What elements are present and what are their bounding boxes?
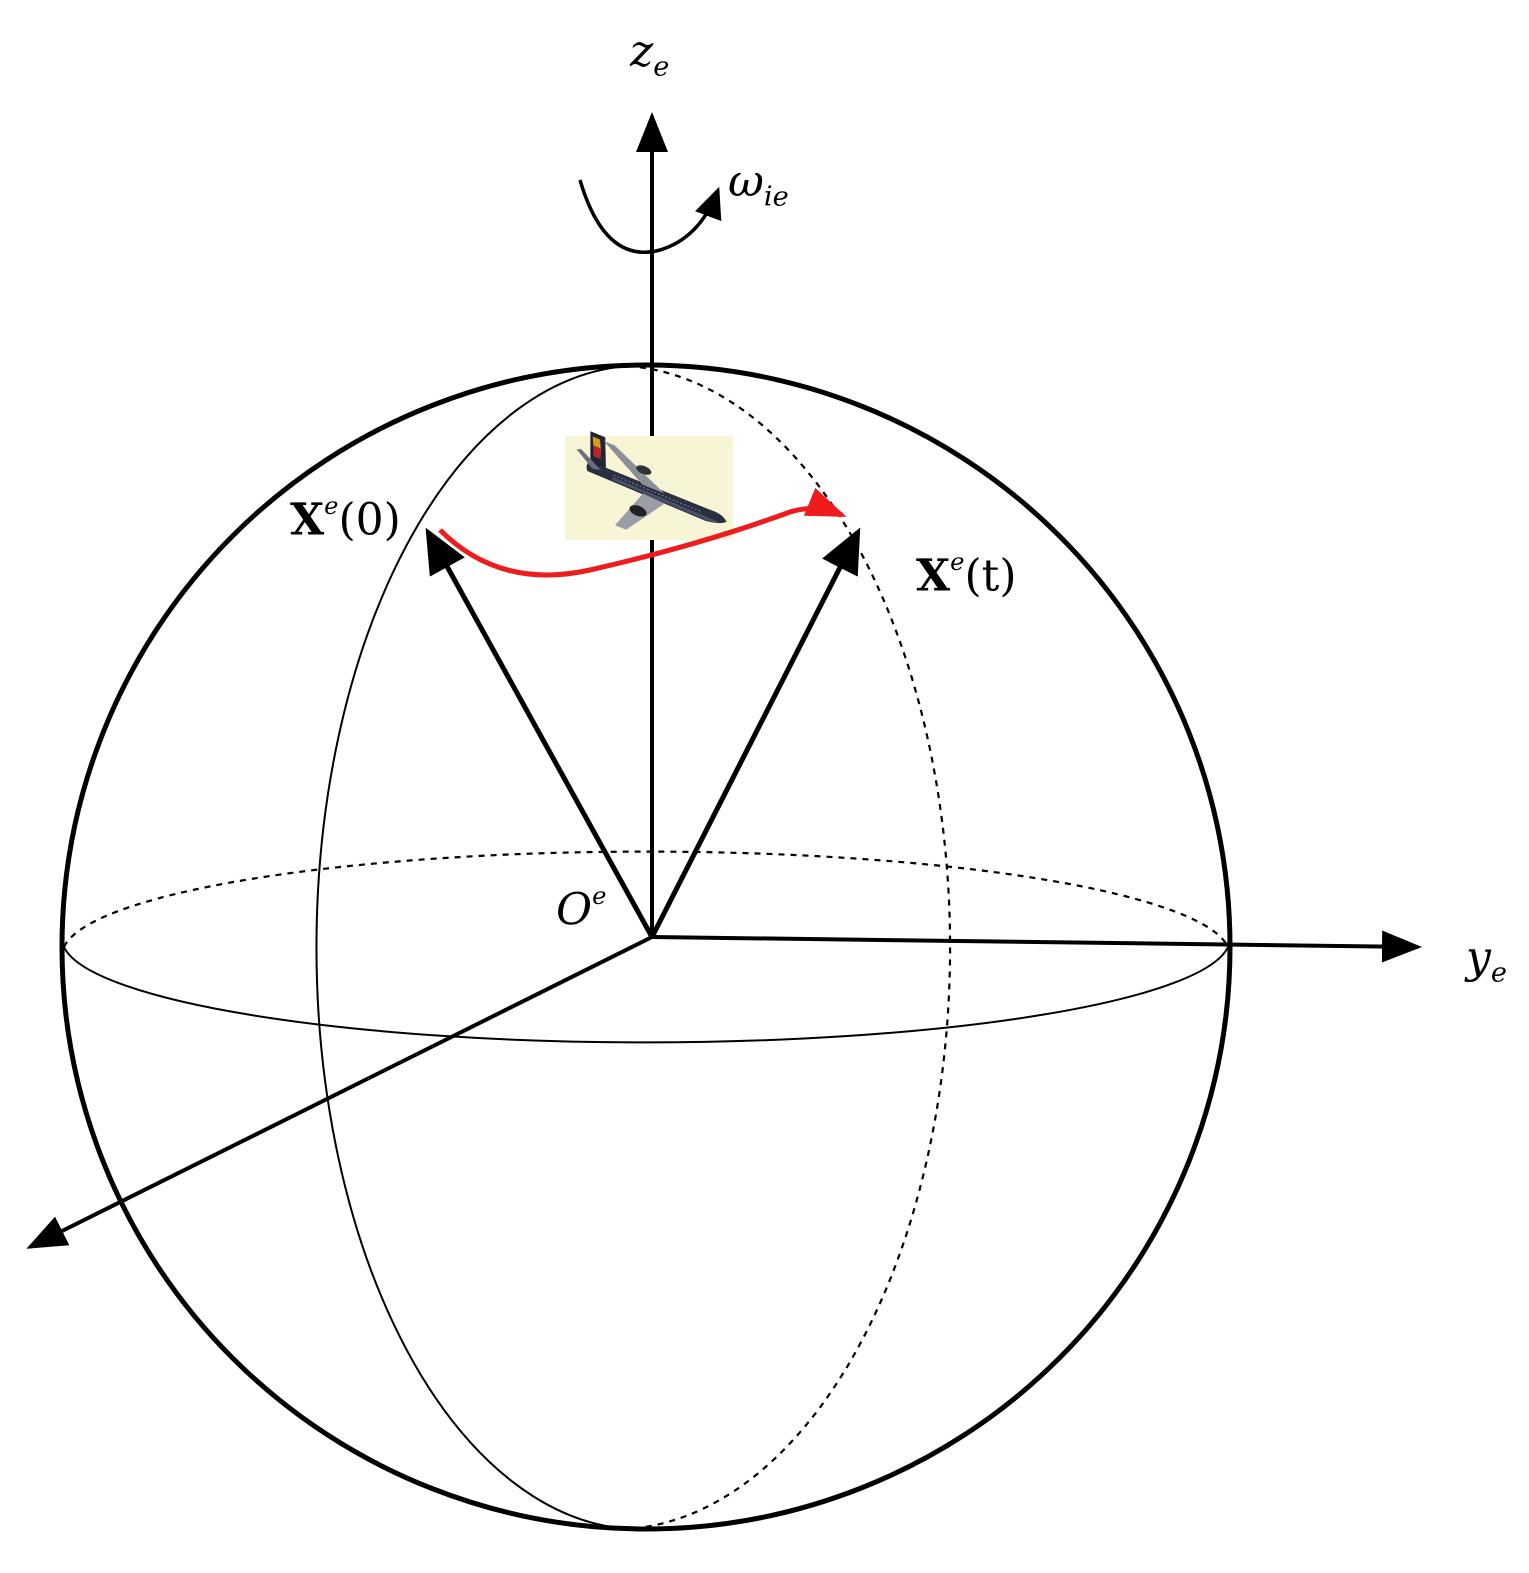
position-x0-label: Xe(0): [290, 494, 401, 543]
position-x0-label-base: X: [290, 494, 325, 546]
z-axis-label-sub: e: [653, 51, 670, 83]
position-xt-label: Xe(t): [916, 550, 1016, 599]
y-axis-label-base: y: [1466, 932, 1491, 983]
position-x0-label-sup: e: [324, 492, 339, 520]
y-axis-label: ye: [1466, 936, 1507, 987]
meridian-back: [627, 364, 952, 1531]
position-x0-label-arg: (0): [338, 494, 401, 546]
y-axis: [651, 930, 1422, 963]
y-axis-label-sub: e: [1490, 957, 1507, 989]
position-vector-x0: [425, 527, 655, 939]
origin-label-sup: e: [592, 882, 607, 910]
meridian-front: [315, 365, 629, 1530]
x-axis: [26, 935, 653, 1249]
omega-label: ωie: [728, 160, 789, 211]
omega-label-base: ω: [728, 156, 764, 207]
origin-label: Oe: [556, 884, 606, 933]
earth-sphere: [59, 362, 1233, 1532]
omega-label-sub: ie: [763, 181, 789, 213]
trajectory-curve: [438, 487, 847, 578]
position-xt-label-base: X: [916, 550, 951, 602]
position-vector-xt: [649, 527, 861, 939]
z-axis-label-base: z: [630, 26, 654, 77]
position-xt-label-arg: (t): [964, 550, 1017, 602]
origin-label-base: O: [556, 884, 593, 936]
airplane-icon: [565, 431, 733, 540]
position-xt-label-sup: e: [950, 548, 965, 576]
z-axis-label: ze: [630, 30, 669, 81]
rotation-arrow: [578, 179, 722, 254]
equator-front: [63, 946, 1229, 1044]
equator-back: [63, 850, 1229, 948]
